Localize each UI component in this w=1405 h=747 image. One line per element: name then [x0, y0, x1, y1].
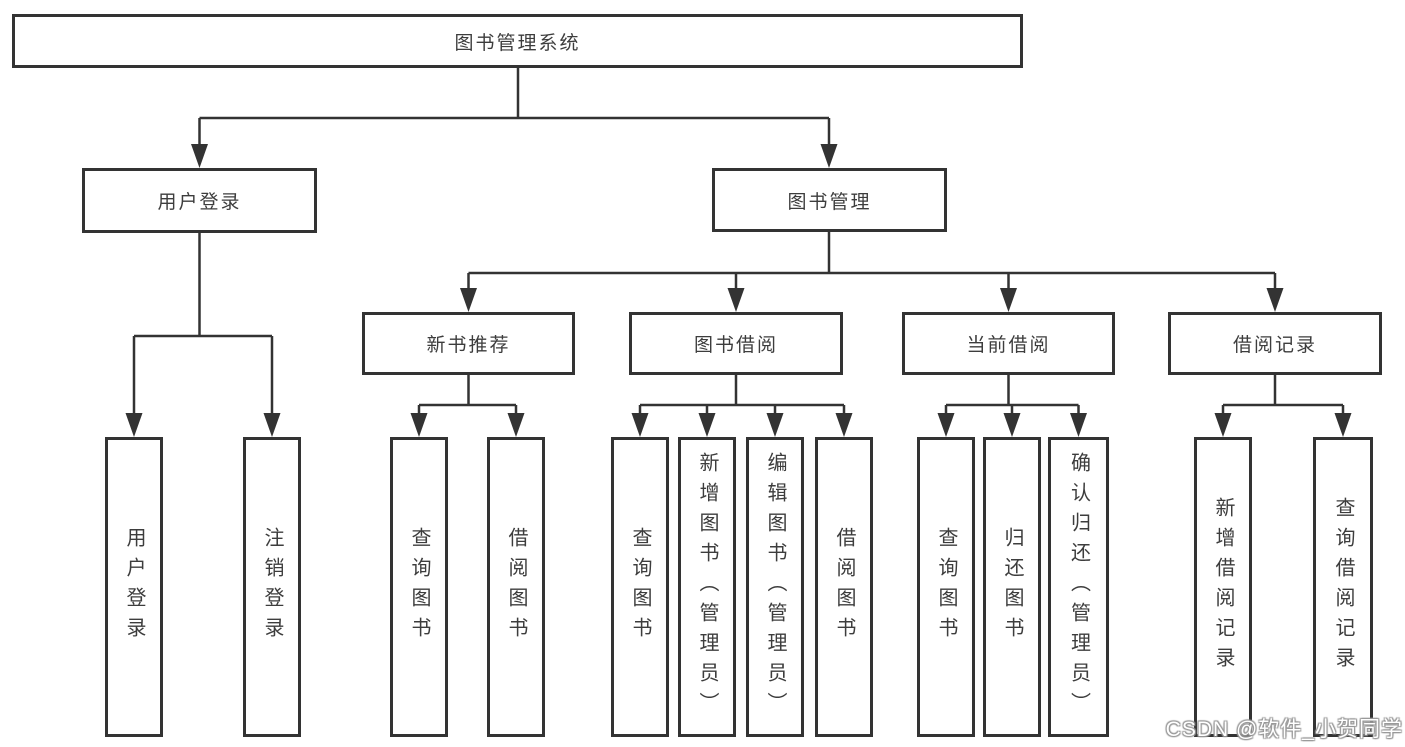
leaf-borrow-book-2: 借阅图书	[815, 437, 873, 737]
node-book-borrow-label: 图书借阅	[693, 335, 778, 356]
leaf-query-book-2-label: 查询图书	[629, 527, 651, 647]
node-book-mgmt: 图书管理	[712, 168, 947, 232]
leaf-user-login: 用户登录	[105, 437, 163, 737]
leaf-add-borrow-record: 新增借阅记录	[1194, 437, 1252, 737]
node-root-label: 图书管理系统	[454, 32, 581, 54]
leaf-confirm-return-admin: 确认归还（管理员）	[1048, 437, 1109, 737]
node-user-login: 用户登录	[82, 168, 317, 233]
node-borrow-record-label: 借阅记录	[1232, 335, 1317, 356]
leaf-query-book-3: 查询图书	[917, 437, 975, 737]
node-borrow-record: 借阅记录	[1168, 312, 1382, 375]
leaf-edit-book-admin: 编辑图书（管理员）	[746, 437, 804, 737]
leaf-return-book: 归还图书	[983, 437, 1041, 737]
node-current-borrow-label: 当前借阅	[966, 335, 1051, 356]
node-new-book-rec: 新书推荐	[362, 312, 575, 375]
leaf-return-book-label: 归还图书	[1001, 527, 1023, 647]
leaf-add-book-admin: 新增图书（管理员）	[678, 437, 736, 737]
leaf-borrow-book-2-label: 借阅图书	[833, 527, 855, 647]
connector-user-login	[132, 233, 274, 416]
node-root: 图书管理系统	[12, 14, 1023, 68]
connector-root	[198, 68, 831, 147]
leaf-edit-book-admin-label: 编辑图书（管理员）	[764, 452, 786, 722]
leaf-logout: 注销登录	[243, 437, 301, 737]
leaf-add-book-admin-label: 新增图书（管理员）	[696, 452, 718, 722]
leaf-query-book-1-label: 查询图书	[408, 527, 430, 647]
node-current-borrow: 当前借阅	[902, 312, 1115, 375]
connector-current-borrow	[944, 375, 1080, 416]
arrowhead-icons	[125, 144, 1352, 437]
csdn-watermark: CSDN @软件_小贺同学	[1165, 718, 1403, 741]
connector-new-book	[417, 375, 518, 416]
leaf-logout-label: 注销登录	[261, 527, 283, 647]
leaf-query-book-3-label: 查询图书	[935, 527, 957, 647]
node-new-book-rec-label: 新书推荐	[426, 335, 511, 356]
leaf-query-book-2: 查询图书	[611, 437, 669, 737]
leaf-borrow-book-1: 借阅图书	[487, 437, 545, 737]
node-book-mgmt-label: 图书管理	[787, 191, 872, 213]
leaf-user-login-label: 用户登录	[123, 527, 145, 647]
connector-book-mgmt	[467, 232, 1277, 290]
leaf-add-borrow-record-label: 新增借阅记录	[1212, 497, 1234, 677]
leaf-query-book-1: 查询图书	[390, 437, 448, 737]
connector-borrow-record	[1221, 375, 1345, 416]
node-user-login-label: 用户登录	[157, 192, 242, 213]
leaf-query-borrow-record: 查询借阅记录	[1313, 437, 1373, 737]
node-book-borrow: 图书借阅	[629, 312, 843, 375]
leaf-borrow-book-1-label: 借阅图书	[505, 527, 527, 647]
leaf-query-borrow-record-label: 查询借阅记录	[1332, 497, 1354, 677]
leaf-confirm-return-admin-label: 确认归还（管理员）	[1067, 452, 1090, 722]
connector-book-borrow	[638, 375, 846, 416]
